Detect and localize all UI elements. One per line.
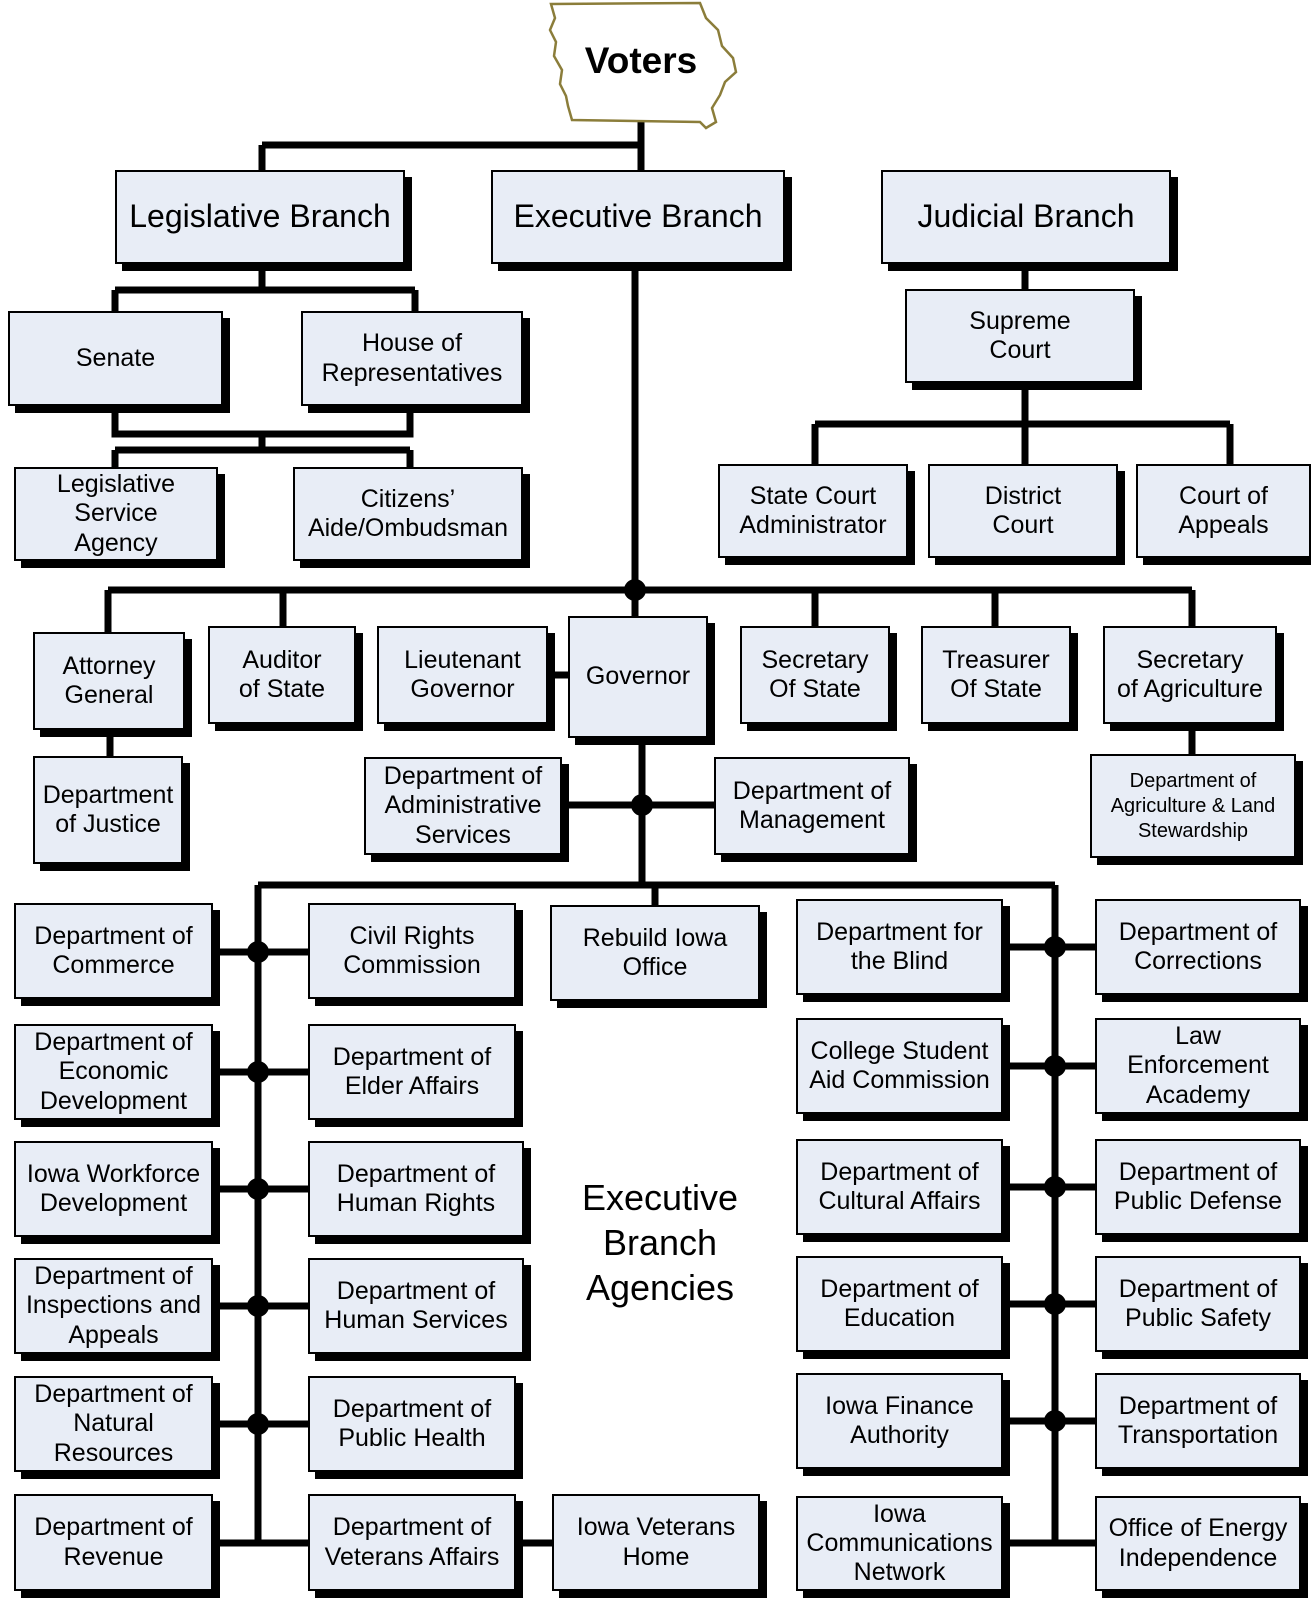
- governor-box: Governor: [568, 616, 708, 738]
- department-of-veterans-affairs-box: Department of Veterans Affairs: [308, 1494, 516, 1591]
- senate-box: Senate: [8, 311, 223, 406]
- department-for-the-blind-box: Department for the Blind: [796, 899, 1003, 995]
- office-of-energy-independence-box: Office of Energy Independence: [1095, 1496, 1301, 1591]
- treasurer-of-state-box: Treasurer Of State: [921, 626, 1071, 724]
- attorney-general-box: Attorney General: [33, 632, 185, 730]
- law-enforcement-academy-box: Law Enforcement Academy: [1095, 1018, 1301, 1114]
- department-of-human-rights-box: Department of Human Rights: [308, 1141, 524, 1237]
- department-of-management-box: Department of Management: [714, 757, 910, 855]
- department-of-public-safety-box: Department of Public Safety: [1095, 1256, 1301, 1352]
- iowa-communications-network-box: Iowa Communications Network: [796, 1496, 1003, 1591]
- house-of-representatives-box: House of Representatives: [301, 311, 523, 406]
- iowa-veterans-home-box: Iowa Veterans Home: [552, 1494, 760, 1591]
- legislative-service-agency-box: Legislative Service Agency: [14, 467, 218, 561]
- secretary-of-agriculture-box: Secretary of Agriculture: [1103, 626, 1277, 724]
- department-of-human-services-box: Department of Human Services: [308, 1258, 524, 1354]
- state-court-administrator-box: State Court Administrator: [718, 464, 908, 558]
- voters-label: Voters: [584, 40, 698, 81]
- iowa-map-icon: [548, 1, 738, 130]
- civil-rights-commission-box: Civil Rights Commission: [308, 903, 516, 999]
- rebuild-iowa-office-box: Rebuild Iowa Office: [550, 905, 760, 1001]
- department-of-education-box: Department of Education: [796, 1256, 1003, 1352]
- department-of-public-health-box: Department of Public Health: [308, 1376, 516, 1472]
- iowa-workforce-development-box: Iowa Workforce Development: [14, 1141, 213, 1237]
- department-of-transportation-box: Department of Transportation: [1095, 1373, 1301, 1469]
- department-of-revenue-box: Department of Revenue: [14, 1494, 213, 1591]
- department-of-corrections-box: Department of Corrections: [1095, 899, 1301, 995]
- legislative-branch-box: Legislative Branch: [115, 170, 405, 264]
- court-of-appeals-box: Court of Appeals: [1136, 464, 1311, 558]
- department-of-economic-development-box: Department of Economic Development: [14, 1024, 213, 1120]
- department-of-cultural-affairs-box: Department of Cultural Affairs: [796, 1139, 1003, 1235]
- department-of-administrative-services-box: Department of Administrative Services: [364, 757, 562, 855]
- department-of-agriculture-box: Department of Agriculture & Land Steward…: [1090, 754, 1296, 858]
- department-of-justice-box: Department of Justice: [33, 756, 183, 864]
- secretary-of-state-box: Secretary Of State: [740, 626, 890, 724]
- lieutenant-governor-box: Lieutenant Governor: [377, 626, 548, 724]
- auditor-of-state-box: Auditor of State: [208, 626, 356, 724]
- department-of-commerce-box: Department of Commerce: [14, 903, 213, 999]
- district-court-box: District Court: [928, 464, 1118, 558]
- executive-branch-agencies-label: Executive Branch Agencies: [581, 1177, 739, 1308]
- college-student-aid-commission-box: College Student Aid Commission: [796, 1018, 1003, 1114]
- executive-branch-box: Executive Branch: [491, 170, 785, 264]
- citizens-aide-ombudsman-box: Citizens’ Aide/Ombudsman: [293, 467, 523, 561]
- department-of-elder-affairs-box: Department of Elder Affairs: [308, 1024, 516, 1120]
- department-of-inspections-and-appeals-box: Department of Inspections and Appeals: [14, 1258, 213, 1354]
- supreme-court-box: Supreme Court: [905, 289, 1135, 383]
- iowa-finance-authority-box: Iowa Finance Authority: [796, 1373, 1003, 1469]
- judicial-branch-box: Judicial Branch: [881, 170, 1171, 264]
- department-of-natural-resources-box: Department of Natural Resources: [14, 1376, 213, 1472]
- department-of-public-defense-box: Department of Public Defense: [1095, 1139, 1301, 1235]
